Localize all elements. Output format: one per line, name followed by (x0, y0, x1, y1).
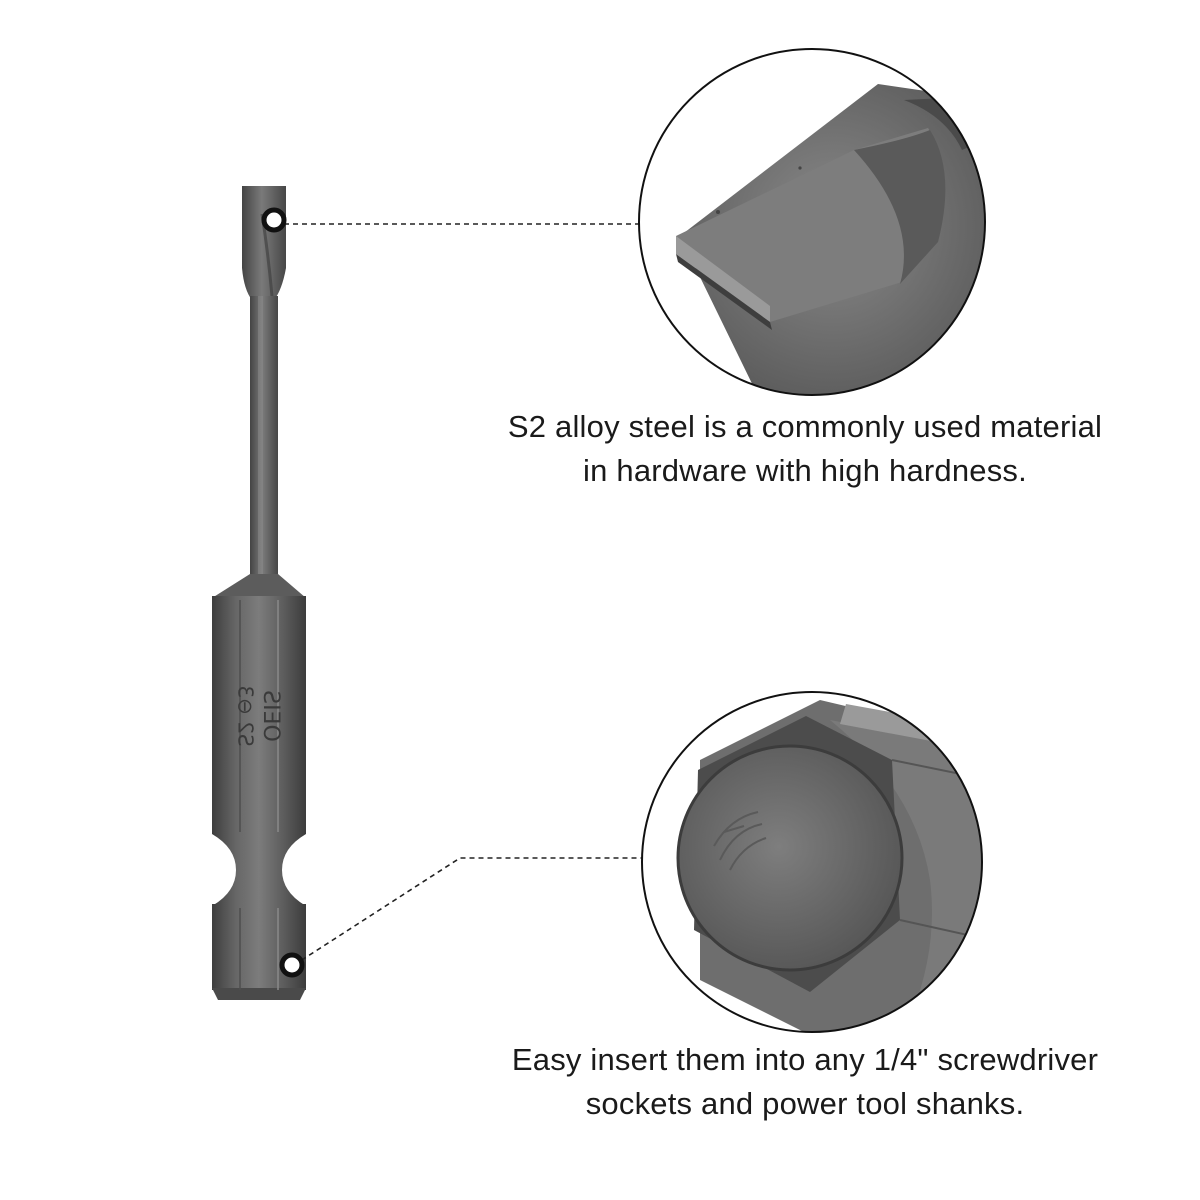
shank-marking: OEIS S2 ⊖3 (234, 685, 284, 746)
caption-compatibility-line-1: Easy insert them into any 1/4" screwdriv… (511, 1042, 1099, 1077)
bit-blade (242, 186, 286, 300)
caption-material-line-2: in hardware with high hardness. (583, 453, 1027, 488)
screwdriver-bit (212, 186, 306, 1000)
shank-spec: S2 ⊖3 (234, 685, 258, 746)
bit-groove (212, 834, 306, 906)
caption-material-line-1: S2 alloy steel is a commonly used materi… (507, 409, 1103, 444)
detail-circle-hex-end (641, 691, 983, 1033)
caption-compatibility-line-2: sockets and power tool shanks. (585, 1086, 1025, 1121)
pointer-dot-bottom (279, 952, 305, 978)
bit-rod (250, 296, 278, 578)
caption-material: S2 alloy steel is a commonly used materi… (470, 405, 1140, 493)
shank-brand: OEIS (258, 690, 283, 742)
bit-hex-shank (212, 596, 306, 834)
pointer-dot-top (261, 207, 287, 233)
leader-line-bottom (293, 857, 642, 966)
caption-compatibility: Easy insert them into any 1/4" screwdriv… (470, 1038, 1140, 1126)
detail-circle-tip (638, 48, 986, 396)
